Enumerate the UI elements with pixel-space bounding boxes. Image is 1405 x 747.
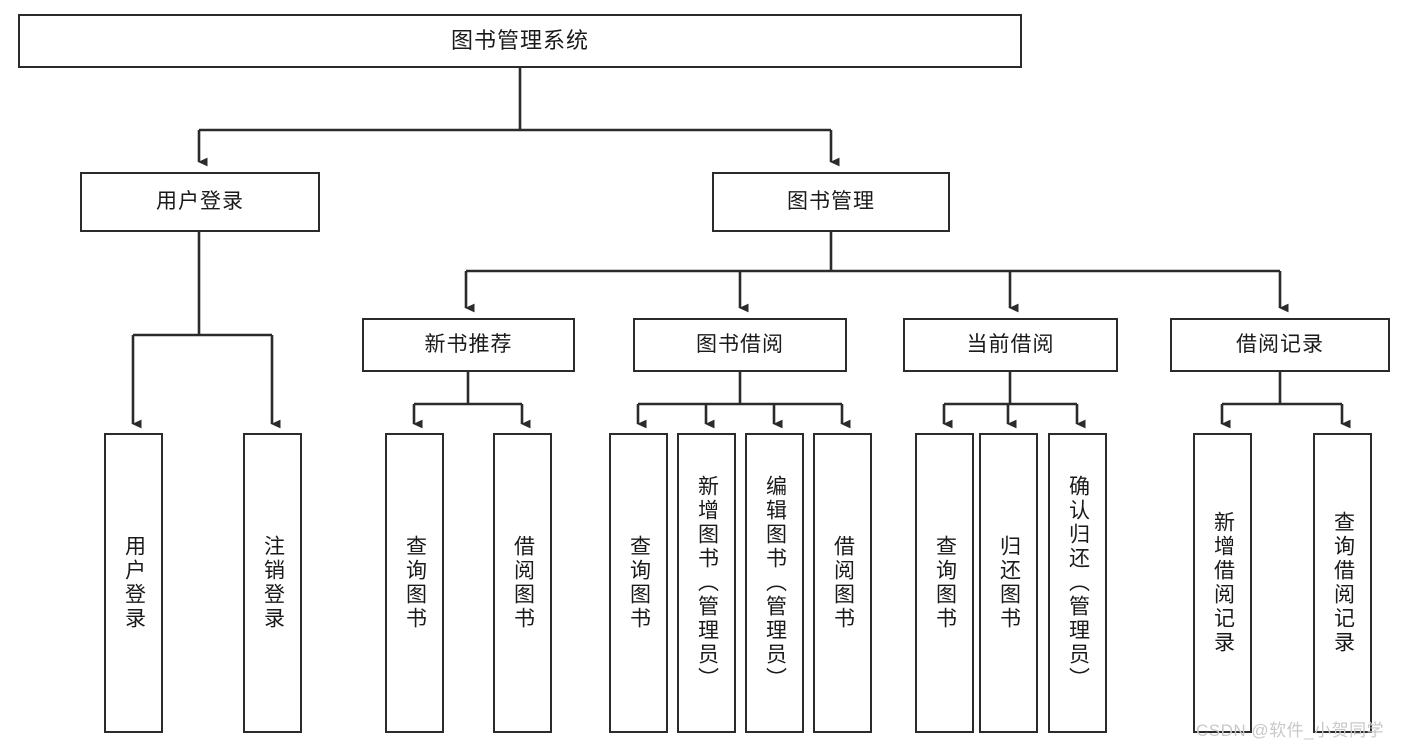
leaf-user-login-logout[interactable]: 注销登录 — [243, 433, 302, 733]
node-label: 图书管理系统 — [450, 27, 589, 53]
node-label: 确认归还（管理员） — [1066, 475, 1090, 691]
leaf-book-borrow-add-book-admin[interactable]: 新增图书（管理员） — [677, 433, 736, 733]
leaf-current-borrow-query-book[interactable]: 查询图书 — [915, 433, 974, 733]
node-label: 注销登录 — [261, 535, 285, 631]
csdn-watermark: CSDN @软件_小贺同学 — [1196, 721, 1385, 740]
node-label: 新书推荐 — [424, 333, 513, 357]
node-label: 查询图书 — [933, 535, 957, 631]
node-label: 用户登录 — [156, 190, 244, 214]
leaf-book-borrow-query-book[interactable]: 查询图书 — [609, 433, 668, 733]
leaf-borrow-record-add-record[interactable]: 新增借阅记录 — [1193, 433, 1252, 733]
node-label: 借阅记录 — [1236, 333, 1324, 357]
node-label: 查询图书 — [627, 535, 651, 631]
node-label: 查询借阅记录 — [1331, 511, 1355, 655]
node-user-login[interactable]: 用户登录 — [80, 172, 320, 232]
node-label: 当前借阅 — [966, 333, 1055, 357]
node-label: 新增图书（管理员） — [695, 475, 719, 691]
node-borrow-record[interactable]: 借阅记录 — [1170, 318, 1390, 372]
node-book-borrow[interactable]: 图书借阅 — [633, 318, 847, 372]
node-label: 查询图书 — [403, 535, 427, 631]
node-root-book-management-system[interactable]: 图书管理系统 — [18, 14, 1022, 68]
node-label: 编辑图书（管理员） — [763, 475, 787, 691]
node-label: 借阅图书 — [511, 535, 535, 631]
leaf-borrow-record-query-record[interactable]: 查询借阅记录 — [1313, 433, 1372, 733]
node-label: 图书借阅 — [696, 333, 784, 357]
node-label: 归还图书 — [997, 535, 1021, 631]
leaf-book-borrow-edit-book-admin[interactable]: 编辑图书（管理员） — [745, 433, 804, 733]
leaf-current-borrow-return-book[interactable]: 归还图书 — [979, 433, 1038, 733]
leaf-new-book-borrow-book[interactable]: 借阅图书 — [493, 433, 552, 733]
leaf-book-borrow-borrow-book[interactable]: 借阅图书 — [813, 433, 872, 733]
node-label: 图书管理 — [787, 190, 875, 214]
leaf-current-borrow-confirm-return-admin[interactable]: 确认归还（管理员） — [1048, 433, 1107, 733]
node-book-management[interactable]: 图书管理 — [712, 172, 950, 232]
leaf-new-book-query-book[interactable]: 查询图书 — [385, 433, 444, 733]
node-new-book-recommend[interactable]: 新书推荐 — [362, 318, 575, 372]
node-current-borrow[interactable]: 当前借阅 — [903, 318, 1118, 372]
node-label: 新增借阅记录 — [1211, 511, 1235, 655]
node-label: 借阅图书 — [831, 535, 855, 631]
leaf-user-login-login[interactable]: 用户登录 — [104, 433, 163, 733]
node-label: 用户登录 — [122, 535, 146, 631]
